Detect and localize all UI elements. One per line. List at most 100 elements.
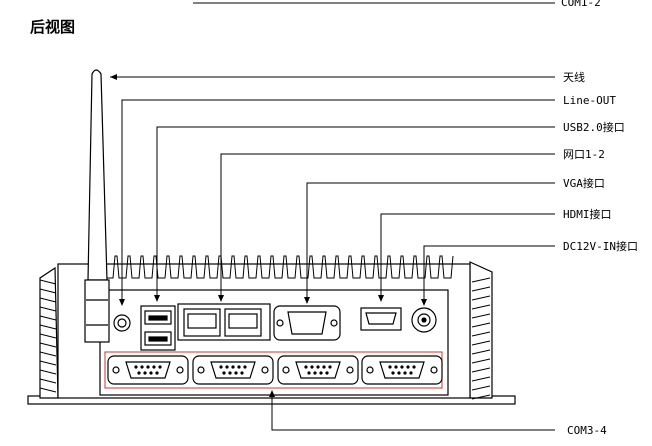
com-port-pin [328, 365, 332, 369]
com-port-connector [379, 361, 425, 379]
com-port-pin [313, 371, 317, 375]
right-fin [471, 385, 491, 391]
callout-label-hdmi: HDMI接口 [563, 208, 612, 221]
callout-label-antenna: 天线 [563, 70, 585, 84]
lan-ports [177, 303, 271, 341]
vga-port [273, 305, 341, 341]
right-fin [471, 358, 491, 364]
left-fin [39, 360, 57, 366]
com-port-pin [304, 365, 308, 369]
com-port-pin [237, 365, 241, 369]
right-fin [471, 367, 491, 373]
com-port-pin [319, 371, 323, 375]
callout-label-usb: USB2.0接口 [563, 121, 625, 134]
callout-label-lan: 网口1-2 [563, 148, 605, 161]
com-port-screw [346, 366, 354, 374]
com-port-screw [282, 366, 290, 374]
com-port-pin [316, 365, 320, 369]
right-fin [471, 295, 491, 301]
com-port-screw [430, 366, 438, 374]
callout-label-line-out: Line-OUT [563, 94, 616, 107]
right-fin [471, 394, 491, 400]
dc-in-port [411, 307, 437, 333]
com-port-pin [219, 365, 223, 369]
com-port-pin [155, 371, 159, 375]
callout-arrowheads [110, 74, 427, 397]
com-port-pin [152, 365, 156, 369]
com-port-pin [394, 365, 398, 369]
left-fin [39, 333, 57, 339]
left-fin [39, 342, 57, 348]
com-ports [107, 355, 443, 385]
left-fin [39, 279, 57, 285]
left-heatsink-fins [39, 279, 57, 393]
callout-com12-cut: COM1-2 [193, 0, 601, 9]
left-fin [39, 315, 57, 321]
right-fin [471, 331, 491, 337]
right-fin [471, 304, 491, 310]
top-fin-profile [103, 255, 454, 279]
com-port-pin [231, 365, 235, 369]
left-fin [39, 324, 57, 330]
com-port-pin [400, 365, 404, 369]
right-fin [471, 349, 491, 355]
right-fin [471, 286, 491, 292]
left-fin [39, 288, 57, 294]
callout-label-vga: VGA接口 [563, 177, 605, 190]
com-port-pin [158, 365, 162, 369]
right-fin [471, 277, 491, 283]
top-heatsink-fins [103, 255, 454, 279]
right-heatsink-fins [471, 277, 491, 400]
com-port-pin [310, 365, 314, 369]
usb-ports [140, 305, 176, 351]
right-fin [471, 313, 491, 319]
antenna [84, 69, 110, 343]
com-port-pin [143, 371, 147, 375]
com-port-pin [325, 371, 329, 375]
com-port-pin [222, 371, 226, 375]
right-fin [471, 322, 491, 328]
com-port-pin [388, 365, 392, 369]
com-port [277, 355, 359, 385]
callout-label-dc: DC12V-IN接口 [563, 240, 638, 253]
com-port-screw [197, 366, 205, 374]
com-port-pin [322, 365, 326, 369]
com-port-pin [146, 365, 150, 369]
com-port-pin [403, 371, 407, 375]
com-port-pin [149, 371, 153, 375]
callout-lines [110, 76, 555, 431]
com-port-pin [397, 371, 401, 375]
diagram-title: 后视图 [30, 18, 75, 36]
com-port-screw [176, 366, 184, 374]
right-fin [471, 376, 491, 382]
left-fin [39, 378, 57, 384]
com-port-pin [134, 365, 138, 369]
com-port-pin [240, 371, 244, 375]
hdmi-port [360, 307, 402, 331]
com-port-pin [137, 371, 141, 375]
com-port-pin [140, 365, 144, 369]
com-port-pin [243, 365, 247, 369]
com-port [192, 355, 274, 385]
com-port-pin [391, 371, 395, 375]
com-port-pin [307, 371, 311, 375]
com-port-connector [125, 361, 171, 379]
com-port-pin [225, 365, 229, 369]
left-fin [39, 387, 57, 393]
left-fin [39, 306, 57, 312]
com-port-screw [366, 366, 374, 374]
com-port-pin [412, 365, 416, 369]
right-fin [471, 340, 491, 346]
com-port-pin [228, 371, 232, 375]
com-port-screw [261, 366, 269, 374]
com-port-screw [112, 366, 120, 374]
com-port-pin [406, 365, 410, 369]
callout-label-com34: COM3-4 [567, 424, 607, 437]
com-port-pin [234, 371, 238, 375]
com-port-pin [409, 371, 413, 375]
callout-label-com12: COM1-2 [561, 0, 601, 9]
com-port [107, 355, 189, 385]
left-fin [39, 351, 57, 357]
com-port-connector [210, 361, 256, 379]
